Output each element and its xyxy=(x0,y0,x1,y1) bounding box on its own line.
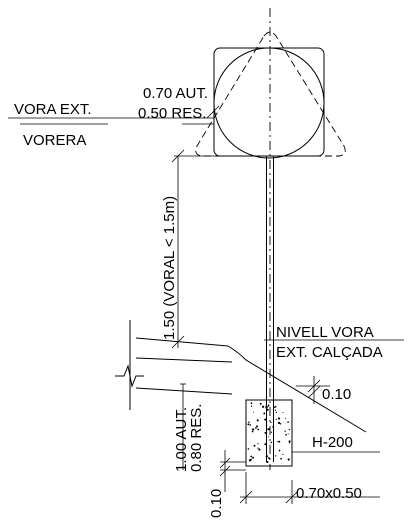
res-height-label: 0.50 RES. xyxy=(138,105,206,122)
concrete-speck xyxy=(277,417,281,420)
concrete-speck xyxy=(280,457,282,460)
concrete-speck xyxy=(277,440,279,443)
concrete-grade-label: H-200 xyxy=(312,434,353,451)
concrete-speck xyxy=(259,402,262,405)
concrete-speck xyxy=(251,428,255,431)
footing-depth-res-label: 0.80 RES. xyxy=(188,404,205,472)
concrete-speck xyxy=(256,419,259,422)
triangular-sign-outline xyxy=(195,31,346,157)
base-thickness-label: 0.10 xyxy=(208,489,225,518)
concrete-speck xyxy=(266,460,269,464)
concrete-speck xyxy=(268,457,270,460)
concrete-speck xyxy=(275,455,277,457)
vora-ext-label: VORA EXT. xyxy=(14,101,92,118)
concrete-speck xyxy=(274,405,277,408)
footing-size-label: 0.70x0.50 xyxy=(296,485,362,502)
concrete-speck xyxy=(257,447,259,449)
aut-height-label: 0.70 AUT. xyxy=(143,85,208,102)
concrete-speck xyxy=(284,430,286,432)
concrete-speck xyxy=(265,405,268,408)
embed-dimension xyxy=(296,376,330,404)
concrete-hatch xyxy=(247,402,291,464)
circular-sign xyxy=(213,47,325,159)
concrete-speck xyxy=(251,430,254,433)
concrete-speck xyxy=(264,443,267,446)
lateral-distance-dimension xyxy=(171,149,262,349)
embed-dimension-label: 0.10 xyxy=(322,386,351,403)
concrete-footing xyxy=(245,399,293,467)
concrete-speck xyxy=(253,411,255,413)
footing-size-dimension xyxy=(239,472,380,504)
concrete-speck xyxy=(249,424,252,426)
concrete-speck xyxy=(270,421,272,424)
concrete-speck xyxy=(264,418,267,421)
terrain-section xyxy=(115,320,367,470)
traffic-sign xyxy=(195,31,346,159)
concrete-speck xyxy=(257,443,259,445)
concrete-speck xyxy=(266,428,268,430)
concrete-speck xyxy=(278,449,281,452)
concrete-speck xyxy=(264,431,267,434)
concrete-speck xyxy=(270,431,273,433)
concrete-speck xyxy=(285,417,287,419)
concrete-speck xyxy=(273,406,275,409)
concrete-speck xyxy=(268,436,270,438)
concrete-speck xyxy=(282,411,284,414)
concrete-speck xyxy=(265,424,268,427)
sign-post xyxy=(266,156,274,462)
concrete-speck xyxy=(247,448,250,450)
concrete-speck xyxy=(258,448,261,451)
concrete-speck xyxy=(261,405,265,408)
concrete-speck xyxy=(263,412,266,415)
footing-depth-dimension xyxy=(219,450,246,492)
ext-calcada-label: EXT. CALÇADA xyxy=(276,344,383,361)
footing-depth-aut-label: 1.00 AUT. xyxy=(173,407,190,472)
concrete-speck xyxy=(287,433,289,435)
concrete-speck xyxy=(252,456,255,459)
concrete-speck xyxy=(272,425,275,428)
concrete-speck xyxy=(288,442,291,444)
concrete-speck xyxy=(253,444,256,447)
concrete-speck xyxy=(274,409,277,412)
concrete-speck xyxy=(288,428,291,431)
lateral-distance-label: 1.50 (VORAL < 1.5m) xyxy=(161,196,178,340)
concrete-speck xyxy=(277,421,281,425)
concrete-speck xyxy=(250,402,253,405)
concrete-speck xyxy=(250,455,253,458)
concrete-speck xyxy=(287,458,290,461)
concrete-speck xyxy=(282,453,284,455)
concrete-speck xyxy=(250,458,252,461)
concrete-speck xyxy=(269,420,271,423)
concrete-speck xyxy=(267,428,270,431)
concrete-speck xyxy=(275,411,278,414)
concrete-speck xyxy=(285,433,287,436)
concrete-speck xyxy=(266,408,269,411)
concrete-speck xyxy=(256,425,258,428)
concrete-speck xyxy=(265,455,268,458)
vorera-label: VORERA xyxy=(23,132,86,149)
concrete-speck xyxy=(267,405,270,407)
nivell-vora-label: NIVELL VORA xyxy=(276,324,374,341)
sign-edge-dimension xyxy=(8,105,220,125)
concrete-speck xyxy=(270,441,273,444)
footing-outline xyxy=(245,399,293,467)
concrete-speck xyxy=(279,423,282,425)
concrete-speck xyxy=(275,418,277,421)
concrete-speck xyxy=(255,427,257,429)
concrete-speck xyxy=(257,428,260,431)
concrete-speck xyxy=(250,405,253,407)
concrete-speck xyxy=(287,421,289,423)
concrete-speck xyxy=(288,440,291,443)
concrete-speck xyxy=(278,440,281,443)
concrete-speck xyxy=(248,421,250,423)
concrete-speck xyxy=(247,423,250,426)
